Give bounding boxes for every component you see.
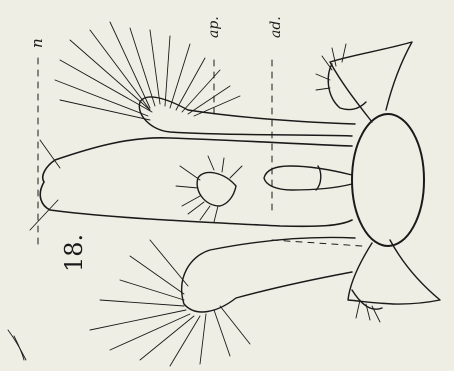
- long-process: [40, 138, 352, 227]
- upper-lobe: [328, 64, 366, 110]
- figure-number: 18.: [60, 234, 88, 272]
- small-process-mid: [316, 166, 321, 190]
- lower-hook: [348, 240, 440, 304]
- central-capsule: [352, 114, 424, 246]
- small-process: [264, 166, 352, 190]
- label-ap: ap.: [206, 16, 222, 38]
- label-ad: ad.: [268, 16, 284, 38]
- label-n: n: [28, 38, 46, 48]
- upper-hook: [330, 42, 412, 122]
- lower-appendage: [182, 238, 355, 312]
- setae: [8, 22, 380, 366]
